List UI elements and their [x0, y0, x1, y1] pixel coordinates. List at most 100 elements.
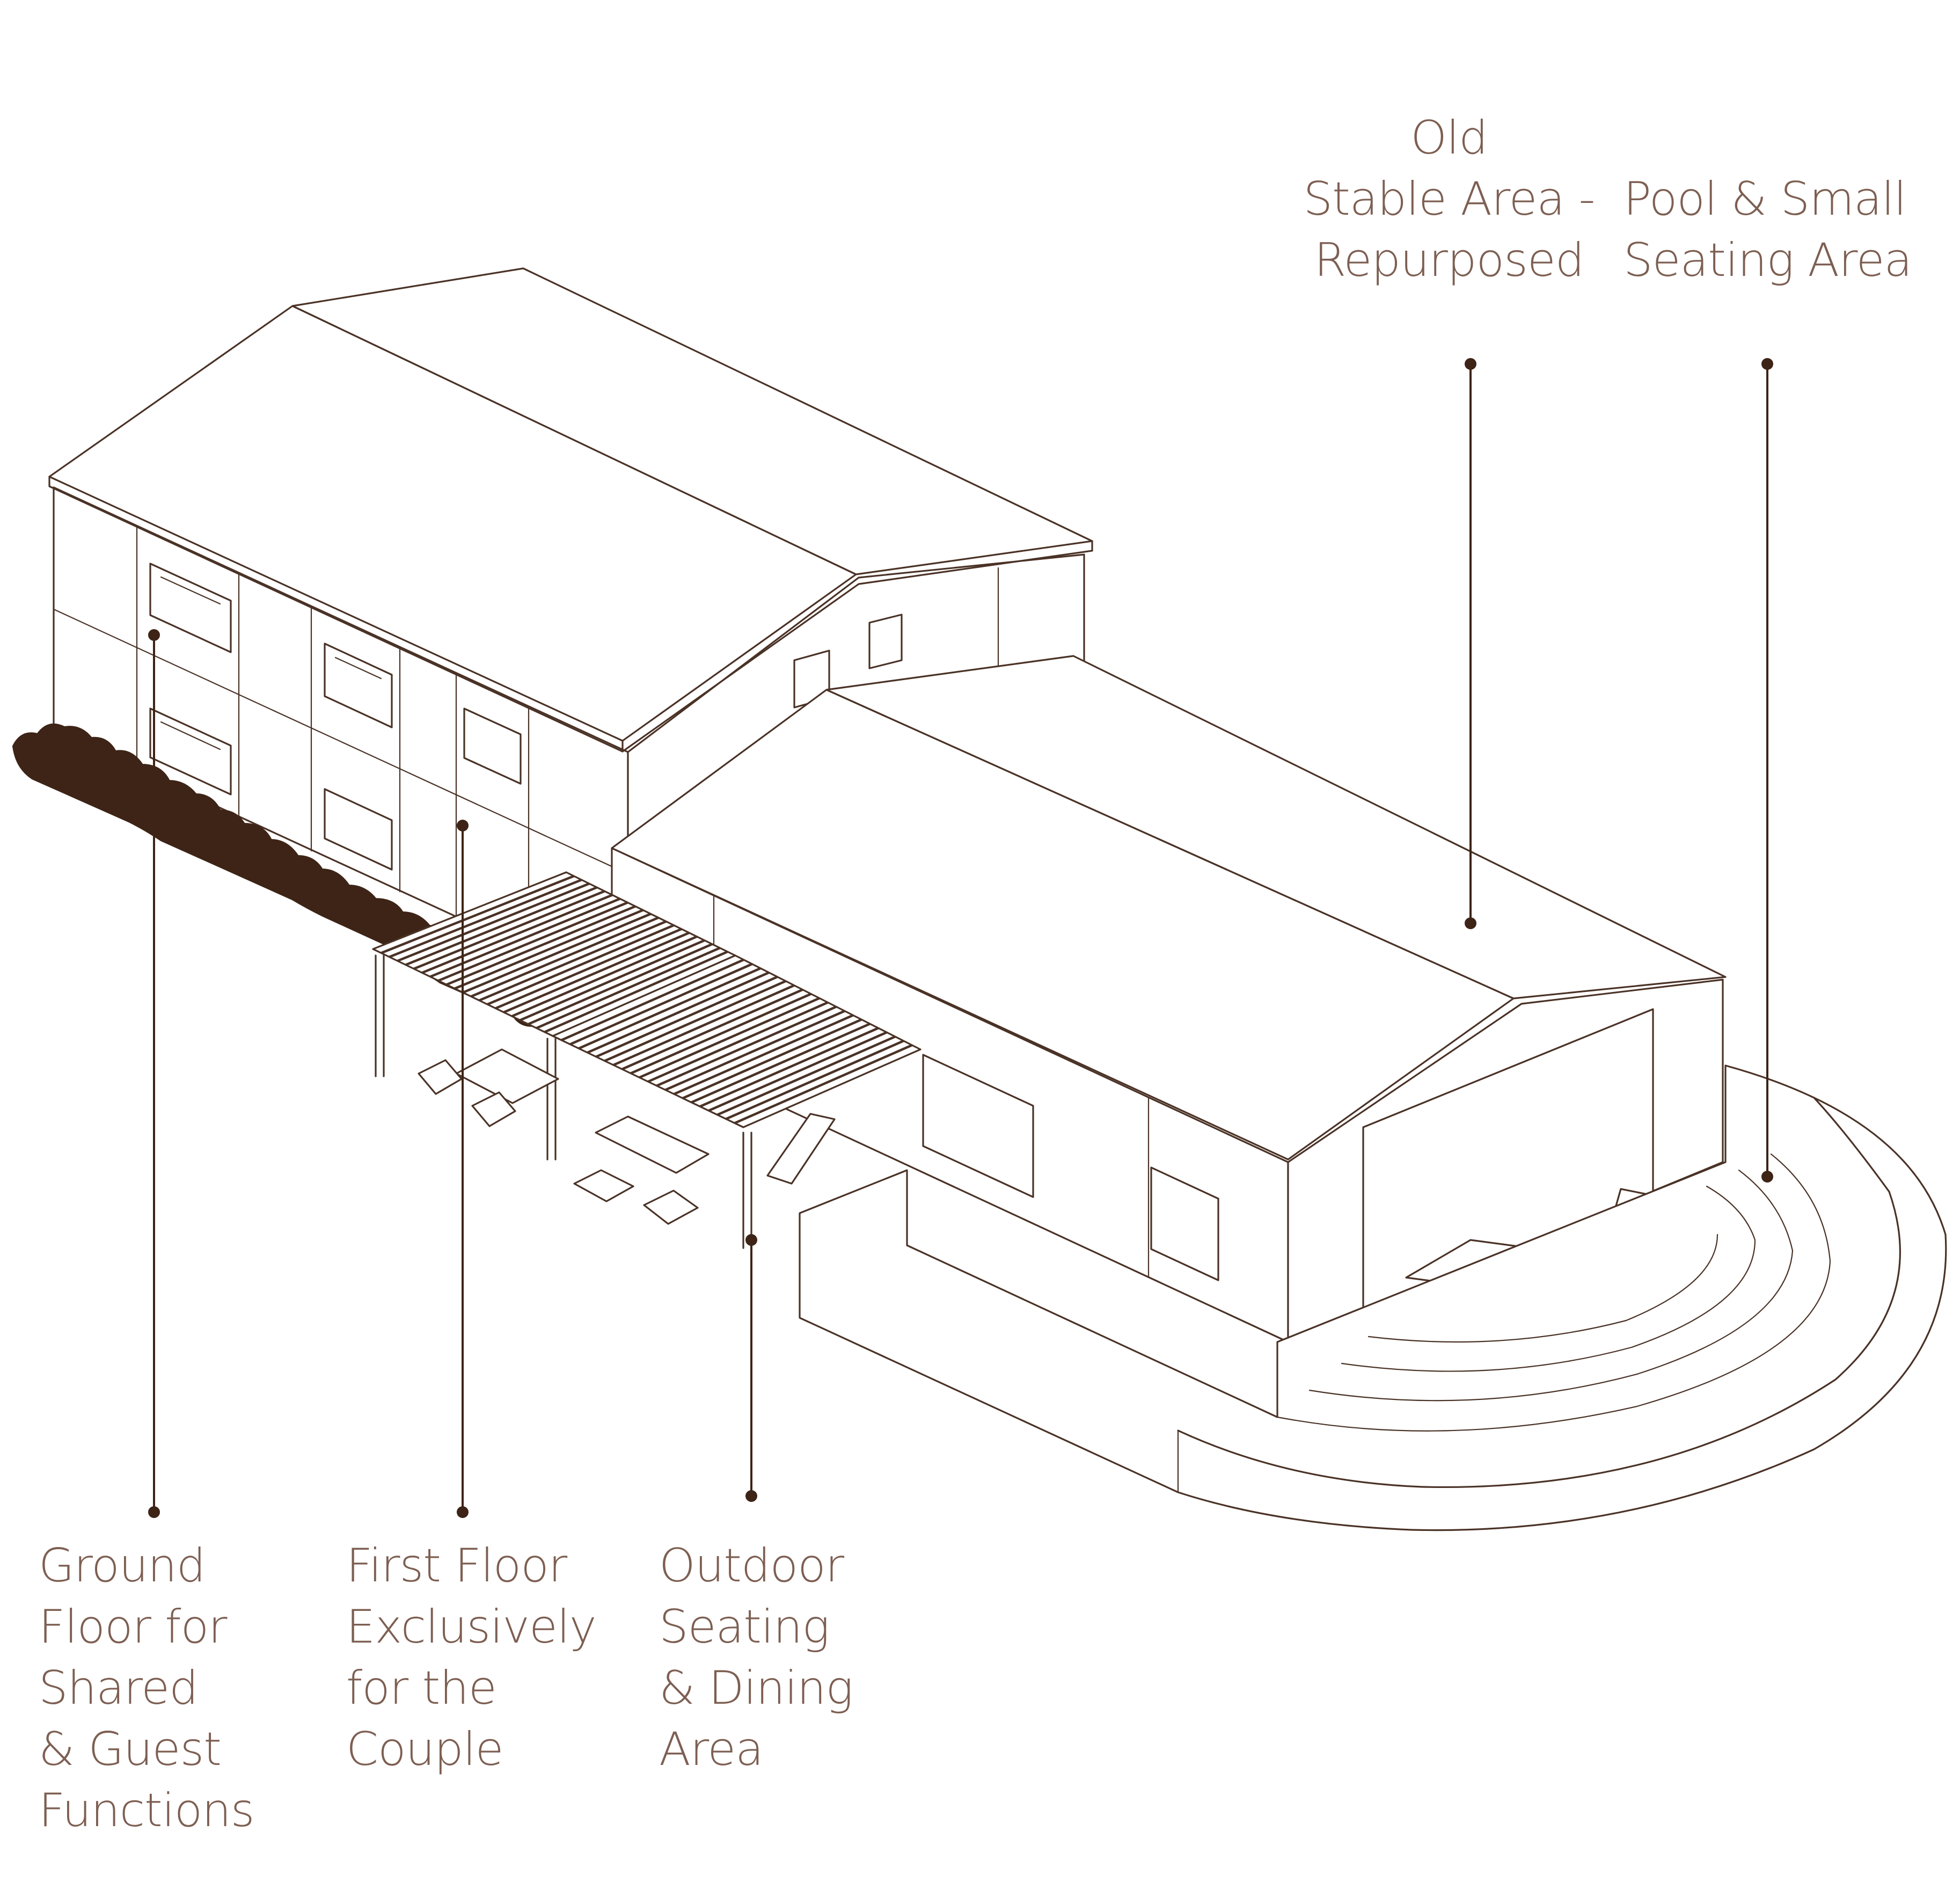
label-outdoor-line-1: Outdoor: [659, 1539, 844, 1593]
stable-window-2: [1150, 1166, 1219, 1281]
pergola-slat: [682, 1018, 862, 1099]
pergola-slat: [503, 931, 690, 1013]
label-old-stable-line-1: Old: [1410, 111, 1488, 165]
label-old-stable-line-3: Repurposed: [1314, 234, 1585, 287]
leader-ground-floor-dot-top: [148, 629, 160, 641]
pergola-slat: [454, 909, 644, 990]
pergola-slat: [691, 1023, 871, 1104]
label-ground-floor-line-2: Floor for: [39, 1600, 228, 1654]
label-outdoor: Outdoor Seating & Dining Area: [659, 1535, 853, 1780]
window-first-mid: [324, 788, 393, 871]
pergola-slat: [520, 939, 705, 1022]
label-ground-floor-line-4: & Guest: [39, 1723, 222, 1776]
pergola-slat: [587, 971, 770, 1054]
pool-terrace: [799, 1064, 1947, 1531]
step-1: [1276, 1153, 1831, 1432]
pergola-slat: [725, 1040, 904, 1120]
step-4: [1367, 1234, 1718, 1343]
stable-block: [611, 655, 1727, 1343]
label-first-floor-line-4: Couple: [346, 1723, 504, 1776]
pergola-slat: [699, 1027, 879, 1108]
label-ground-floor: Ground Floor for Shared & Guest Function…: [39, 1535, 255, 1841]
label-first-floor: First Floor Exclusively for the Couple: [346, 1535, 597, 1780]
pergola-slat: [397, 882, 590, 962]
pergola-slat: [561, 958, 744, 1041]
window-first-left: [149, 707, 232, 796]
label-first-floor-line-3: for the: [346, 1661, 497, 1715]
stable-window-1: [922, 1054, 1034, 1198]
leader-lines: [148, 358, 1773, 1518]
label-pool-line-2: Seating Area: [1623, 234, 1912, 287]
label-ground-floor-line-3: Shared: [39, 1661, 199, 1715]
sofa: [595, 1115, 710, 1174]
pergola-slat: [613, 984, 795, 1067]
pergola-slat: [664, 1010, 845, 1091]
label-pool: Pool & Small Seating Area: [1623, 169, 1912, 291]
pergola-slat: [578, 967, 761, 1050]
label-old-stable: Old Stable Area - Repurposed: [1299, 107, 1599, 291]
pergola-slat: [487, 924, 675, 1006]
pergola-slat: [389, 879, 582, 958]
pergola-slat: [470, 916, 659, 998]
window-gable-2: [868, 614, 903, 669]
label-outdoor-line-3: & Dining: [659, 1661, 853, 1715]
pergola-slat: [381, 874, 575, 954]
pergola-slat: [479, 920, 667, 1002]
leader-old-stable-dot-top: [1465, 358, 1476, 370]
pergola-slat: [569, 962, 753, 1046]
label-old-stable-line-2: Stable Area -: [1303, 172, 1595, 226]
pergola-slat: [462, 913, 652, 994]
terrace-outer-curve: [1177, 1097, 1902, 1489]
leader-first-floor-dot-bottom: [457, 1506, 469, 1518]
pergola-slat: [621, 988, 803, 1070]
step-2: [1308, 1169, 1794, 1402]
label-first-floor-line-2: Exclusively: [346, 1600, 597, 1654]
label-ground-floor-line-1: Ground: [39, 1539, 206, 1593]
pergola-slat: [595, 975, 778, 1058]
armchair: [643, 1190, 699, 1225]
pergola-slat: [544, 950, 728, 1033]
pergola-slat: [656, 1005, 837, 1087]
leader-ground-floor-dot-bottom: [148, 1506, 160, 1518]
stable-roof-back: [825, 655, 1727, 999]
leader-old-stable-dot-bottom: [1465, 917, 1476, 929]
pergola-slat: [604, 980, 786, 1062]
label-ground-floor-line-5: Functions: [39, 1784, 255, 1837]
leader-outdoor-dot-top: [745, 1234, 757, 1246]
terrace-wall: [799, 1064, 1947, 1531]
pergola-slat: [674, 1014, 854, 1096]
pergola-slat: [716, 1035, 896, 1116]
window-ground-right: [463, 707, 522, 785]
leader-outdoor-dot-bottom: [745, 1490, 757, 1502]
dining-table: [455, 1048, 559, 1104]
pergola-slat: [421, 894, 613, 974]
sun-lounger-1: [766, 1113, 836, 1185]
pergola-slat: [495, 928, 682, 1010]
pergola-slat: [630, 993, 812, 1075]
label-first-floor-line-1: First Floor: [346, 1539, 567, 1593]
step-3: [1341, 1185, 1756, 1372]
pergola-slat: [511, 935, 698, 1018]
window-ground-mid: [324, 643, 393, 728]
label-pool-line-1: Pool & Small: [1623, 172, 1907, 226]
pergola-slat: [528, 943, 713, 1025]
pergola-slat: [446, 905, 636, 986]
leader-pool-dot-bottom: [1761, 1171, 1773, 1183]
pergola-slat: [639, 997, 820, 1079]
leader-pool-dot-top: [1761, 358, 1773, 370]
dining-chair-2: [471, 1091, 516, 1127]
pergola-slat: [536, 946, 721, 1030]
pergola-slat: [734, 1044, 913, 1125]
pergola-slat: [405, 886, 598, 966]
pergola-slat: [647, 1001, 829, 1083]
pergola-slat: [437, 901, 628, 982]
label-outdoor-line-4: Area: [659, 1723, 764, 1776]
pergola-slat: [413, 890, 605, 970]
label-outdoor-line-2: Seating: [659, 1600, 830, 1654]
coffee-table: [573, 1169, 634, 1202]
dining-chair-1: [418, 1059, 463, 1095]
pergola-slat: [708, 1031, 888, 1112]
leader-first-floor-dot-top: [457, 820, 469, 831]
